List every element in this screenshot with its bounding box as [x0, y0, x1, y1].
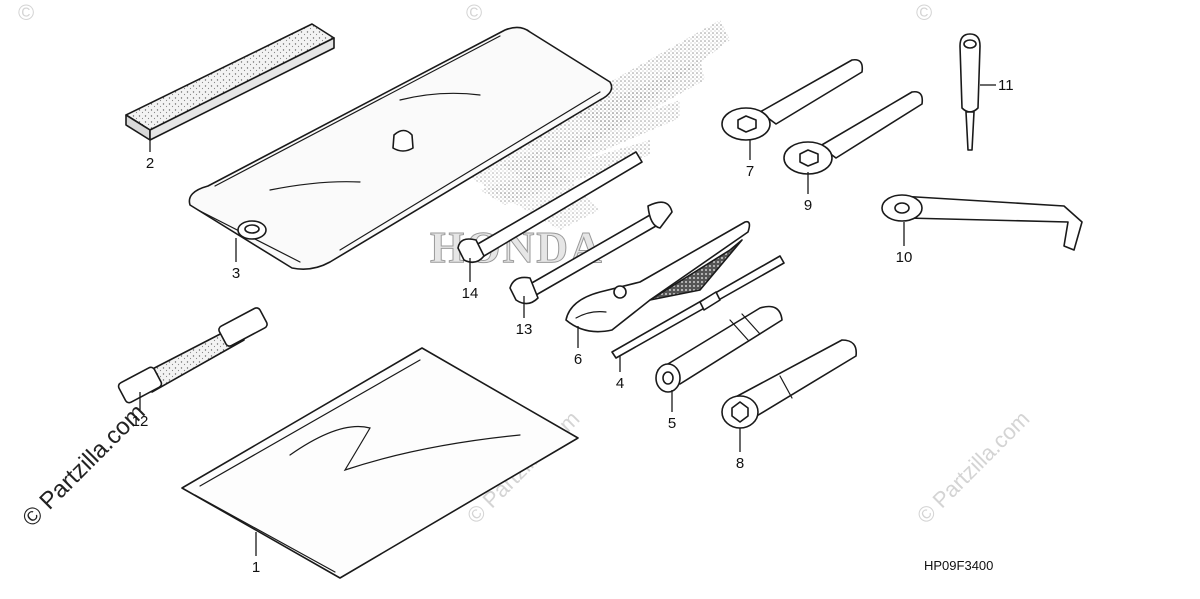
- callout-13[interactable]: 13: [516, 321, 533, 338]
- callout-10[interactable]: 10: [896, 249, 913, 266]
- part-wrench-13: [509, 201, 673, 305]
- part-document-bag: [181, 347, 579, 579]
- callout-6[interactable]: 6: [574, 351, 582, 368]
- watermark-mark: ©: [466, 0, 482, 25]
- part-hex-handle-11: [959, 33, 981, 151]
- part-handle-5: [655, 305, 783, 393]
- part-spanner-9: [783, 90, 924, 175]
- part-pliers: [565, 220, 751, 333]
- callouts: 2 3 1 12 14 13 6 4 5 8 7 9 10 11: [132, 77, 1014, 576]
- part-spanner-7: [721, 58, 864, 141]
- callout-5[interactable]: 5: [668, 415, 676, 432]
- callout-1[interactable]: 1: [252, 559, 260, 576]
- watermark-mark: ©: [18, 0, 34, 25]
- callout-9[interactable]: 9: [804, 197, 812, 214]
- callout-8[interactable]: 8: [736, 455, 744, 472]
- part-screwdriver: [611, 255, 785, 359]
- part-foam-pad: [125, 23, 335, 141]
- callout-7[interactable]: 7: [746, 163, 754, 180]
- part-spanner-10: [881, 194, 1083, 251]
- callout-3[interactable]: 3: [232, 265, 240, 282]
- watermark-mark: ©: [916, 0, 932, 25]
- watermark-text: © Partzilla.com: [17, 399, 150, 532]
- callout-14[interactable]: 14: [462, 285, 479, 302]
- callout-12[interactable]: 12: [132, 413, 149, 430]
- part-strap: [117, 307, 268, 404]
- diagram-code: HP09F3400: [924, 558, 993, 573]
- leader-lines: [139, 84, 996, 556]
- callout-2[interactable]: 2: [146, 155, 154, 172]
- part-wrench-14: [457, 151, 643, 264]
- callout-4[interactable]: 4: [616, 375, 624, 392]
- watermark-text: © Partzilla.com: [912, 406, 1035, 529]
- part-socket-8: [721, 339, 858, 429]
- part-tool-bag: [188, 26, 613, 270]
- callout-11[interactable]: 11: [998, 77, 1014, 94]
